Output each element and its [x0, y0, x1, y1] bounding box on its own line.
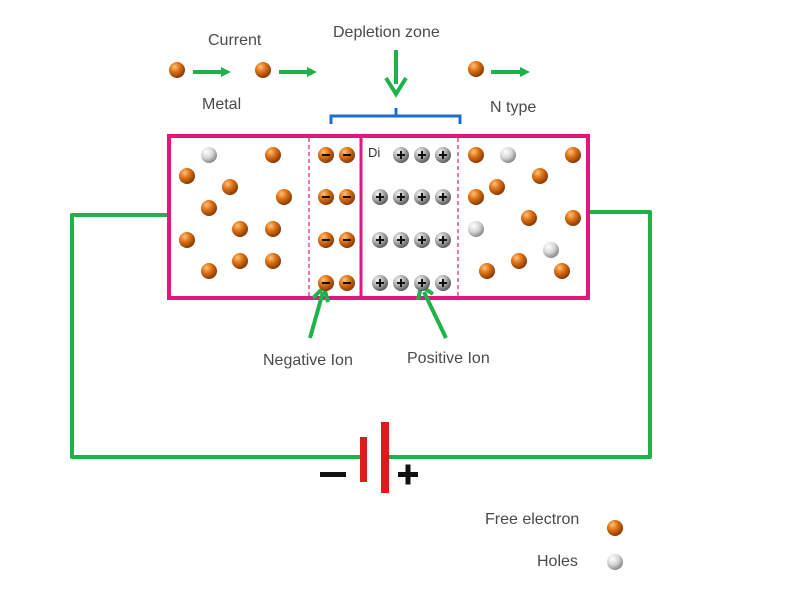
battery: [320, 422, 418, 493]
free-electron-icon: [232, 253, 248, 269]
free-electron-icon: [511, 253, 527, 269]
positive-ion-label: Positive Ion: [407, 350, 490, 367]
wire-right: [387, 210, 652, 459]
hole-icon: [543, 242, 559, 258]
flow-electron-2: [255, 62, 271, 78]
battery-plus-sign: [398, 464, 418, 485]
hole-icon: [500, 147, 516, 163]
free-electron-icon: [489, 179, 505, 195]
free-electron-icon: [222, 179, 238, 195]
battery-plate-positive: [381, 422, 389, 493]
free-electron-icon: [265, 221, 281, 237]
n-type-label: N type: [490, 99, 537, 116]
metal-label: Metal: [202, 96, 242, 113]
free-electron-icon: [468, 189, 484, 205]
free-electron-icon: [554, 263, 570, 279]
depletion-arrow: [384, 50, 408, 98]
hole-icon: [468, 221, 484, 237]
free-electron-icon: [179, 168, 195, 184]
free-electron-icon: [265, 147, 281, 163]
free-electron-icon: [468, 147, 484, 163]
free-electron-icon: [232, 221, 248, 237]
free-electron-icon: [276, 189, 292, 205]
particles: [179, 147, 581, 291]
current-flow: [169, 61, 530, 78]
negative-ion-pointer: [308, 291, 325, 339]
free-electron-icon: [201, 263, 217, 279]
free-electron-icon: [265, 253, 281, 269]
free-electron-legend-label: Free electron: [485, 511, 580, 528]
battery-plate-negative: [360, 437, 367, 482]
semiconductor-box: [167, 134, 590, 300]
current-label: Current: [208, 32, 262, 49]
legend-electron-icon: [607, 520, 623, 536]
battery-minus-sign: [320, 472, 346, 477]
free-electron-icon: [521, 210, 537, 226]
legend-hole-icon: [607, 554, 623, 570]
depletion-bracket: [329, 108, 462, 124]
flow-electron-3: [468, 61, 484, 77]
flow-electron-1: [169, 62, 185, 78]
ion-pointers: [308, 282, 448, 339]
positive-ion-pointer: [422, 291, 448, 339]
di-label: Di: [368, 145, 381, 160]
depletion-zone-label: Depletion zone: [333, 24, 440, 41]
circuit-wire: [70, 210, 652, 459]
hole-icon: [201, 147, 217, 163]
semiconductor-block: [167, 134, 590, 300]
wire-left: [70, 213, 362, 459]
negative-ion-label: Negative Ion: [263, 352, 353, 369]
free-electron-icon: [565, 147, 581, 163]
free-electron-icon: [532, 168, 548, 184]
holes-legend-label: Holes: [537, 553, 578, 570]
free-electron-icon: [565, 210, 581, 226]
free-electron-icon: [201, 200, 217, 216]
free-electron-icon: [479, 263, 495, 279]
free-electron-icon: [179, 232, 195, 248]
